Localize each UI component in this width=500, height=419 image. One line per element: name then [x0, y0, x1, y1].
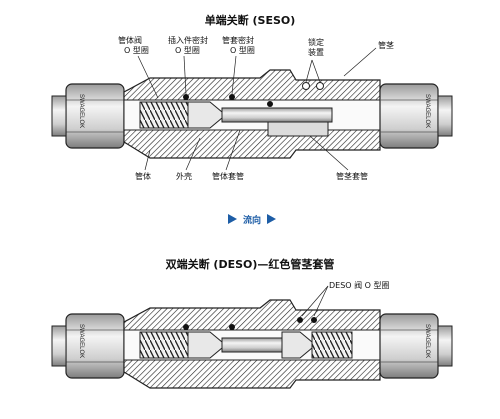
spring-bottom-left	[139, 331, 189, 359]
label-sleeve: 管茎套管	[336, 172, 368, 181]
label-tube-seal: 管套密封	[222, 36, 254, 45]
label-insert: 外壳	[176, 172, 192, 181]
label-stem-o-ring-sub: O 型圈	[124, 46, 149, 55]
spring-bottom-right	[311, 331, 353, 359]
brand-top-right: SWAGELOK	[424, 94, 430, 128]
label-insert-seal: 插入件密封	[168, 36, 208, 45]
label-body-sleeve: 管体套管	[212, 172, 244, 181]
stem-top	[221, 107, 333, 123]
spring-top	[139, 101, 189, 129]
flow-direction: 流向	[214, 212, 290, 226]
label-lock-device-sub: 装置	[308, 48, 324, 57]
flow-label: 流向	[242, 215, 261, 226]
flow-arrow-right-icon	[267, 214, 276, 224]
flow-arrow-left-icon	[227, 214, 237, 224]
label-stem-o-ring: 管体阀	[118, 36, 142, 45]
brand-top-left: SWAGELOK	[78, 94, 84, 128]
deso-coupling	[51, 285, 453, 389]
label-tube-stem: 管茎	[378, 41, 394, 50]
label-body: 管体	[135, 172, 151, 181]
brand-bottom-left: SWAGELOK	[78, 324, 84, 358]
brand-bottom-right: SWAGELOK	[424, 324, 430, 358]
seso-coupling	[51, 47, 453, 171]
left-nut-bottom	[65, 313, 125, 379]
deso-title: 双端关断 (DESO)—红色管茎套管	[165, 258, 335, 271]
label-deso-o-ring: DESO 阀 O 型圈	[329, 281, 390, 290]
seso-title: 单端关断 (SESO)	[204, 14, 296, 27]
sleeve-top	[267, 121, 329, 137]
label-insert-seal-sub: O 型圈	[175, 46, 200, 55]
label-tube-seal-sub: O 型圈	[230, 46, 255, 55]
label-lock-device: 锁定	[308, 38, 324, 47]
left-nut-top	[65, 83, 125, 149]
